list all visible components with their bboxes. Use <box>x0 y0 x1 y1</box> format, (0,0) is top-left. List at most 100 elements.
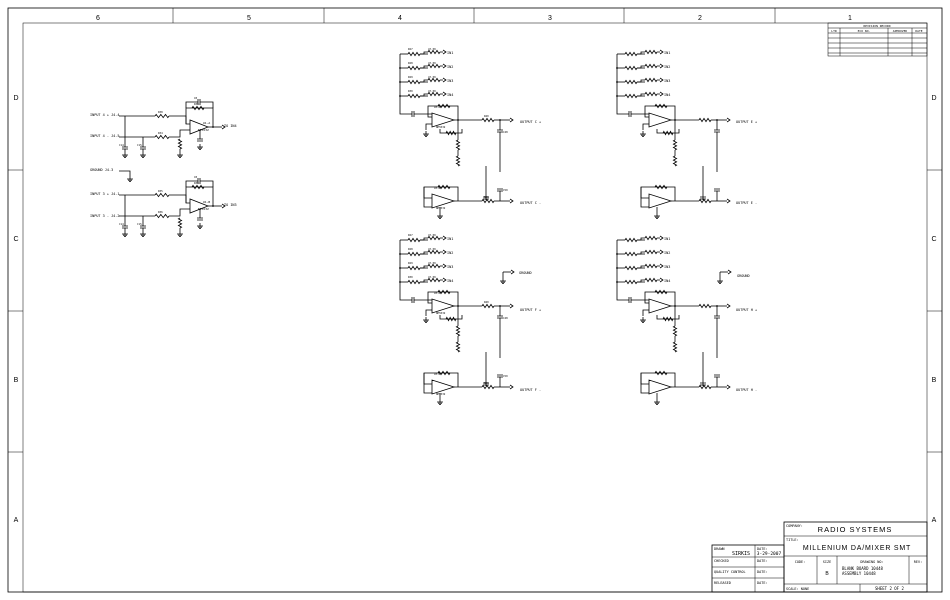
ref-designator: C8 <box>194 96 198 100</box>
resistor <box>407 79 421 85</box>
resistor <box>407 265 421 271</box>
output-label: OUTPUT E - <box>736 201 757 205</box>
ref-designator: R36 <box>158 210 163 214</box>
output-label: OUTPUT C + <box>520 120 541 124</box>
ref-designator: U3-A <box>434 105 441 109</box>
resistor <box>624 79 638 85</box>
wire <box>640 373 649 394</box>
opamp <box>648 112 673 128</box>
connector <box>726 303 731 309</box>
junction <box>616 253 618 255</box>
input-section: INPUT 4 + J4-4 INPUT 4 - J4-5 GROUND J4-… <box>90 96 237 237</box>
ref-designator: 47.5K <box>428 61 436 65</box>
wire <box>124 195 144 226</box>
row-marker-right: D <box>931 95 936 102</box>
resistor <box>624 65 638 71</box>
junction <box>616 81 618 83</box>
wire <box>169 115 190 125</box>
connector <box>659 91 664 97</box>
ground-symbol <box>423 131 429 137</box>
ground-symbol <box>654 399 660 405</box>
junction <box>499 119 501 121</box>
resistor <box>698 198 712 204</box>
input-label: INPUT 3 + J4-1 <box>90 192 120 196</box>
resistor <box>644 235 658 241</box>
ref-designator: R27 <box>408 47 413 51</box>
junction <box>674 305 676 307</box>
ref-designator: C50 <box>503 374 508 378</box>
opamp-part: NE5532 <box>198 128 209 132</box>
revision-title: REVISION RECORD <box>863 24 890 28</box>
ref-designator: R41 <box>484 195 489 199</box>
wire <box>185 180 214 187</box>
ref-designator: 47.5K <box>428 233 436 237</box>
junction <box>399 95 401 97</box>
resistor <box>154 192 170 198</box>
capacitor <box>483 382 489 386</box>
ground-symbol <box>197 144 203 150</box>
connector <box>659 235 664 241</box>
resistor <box>437 184 451 190</box>
resistor <box>672 341 678 353</box>
output-net-label: TO IN4 <box>224 124 237 128</box>
junction <box>457 119 459 121</box>
resistor <box>481 198 495 204</box>
column-markers: 6 5 4 3 2 1 <box>96 8 852 23</box>
capacitor <box>714 374 720 378</box>
ref-designator: 47.5K <box>428 275 436 279</box>
resistor <box>624 51 638 57</box>
junction <box>399 81 401 83</box>
wire <box>427 291 459 306</box>
revision-block: REVISION RECORD LTR ECO NO. APPROVED DAT… <box>827 22 928 57</box>
resistor <box>644 249 658 255</box>
ground-symbol <box>654 213 660 219</box>
wire <box>427 105 459 120</box>
date-label: DATE: <box>757 570 768 574</box>
bus-label: IN3 <box>447 79 453 83</box>
output-label: OUTPUT F - <box>520 388 541 392</box>
resistor <box>191 184 205 190</box>
capacitor <box>700 382 706 386</box>
ref-designator: C48 <box>503 130 508 134</box>
wire <box>637 279 660 283</box>
resistor <box>427 49 441 55</box>
junction <box>399 253 401 255</box>
opamp <box>431 298 456 314</box>
connector <box>659 63 664 69</box>
wire <box>185 107 214 127</box>
row-marker-right: C <box>931 236 936 243</box>
resistor <box>154 134 170 140</box>
ground-symbol <box>122 152 128 158</box>
connector <box>221 124 226 130</box>
connector <box>442 249 447 255</box>
resistor <box>455 139 461 151</box>
ref-designator: NE5532 <box>436 125 446 129</box>
capacitor <box>197 217 203 221</box>
bus-label: IN3 <box>664 79 670 83</box>
junction <box>616 67 618 69</box>
resistor <box>427 63 441 69</box>
released-label: RELEASED <box>714 581 731 585</box>
output-label: OUTPUT E + <box>736 120 757 124</box>
wire <box>420 79 443 83</box>
connector <box>659 49 664 55</box>
output-label: OUTPUT C - <box>520 201 541 205</box>
resistor <box>445 130 457 136</box>
resistor <box>698 117 712 123</box>
bus-label: IN4 <box>664 279 670 283</box>
wire <box>423 187 432 208</box>
connector <box>659 249 664 255</box>
wire <box>637 79 660 83</box>
capacitor <box>122 225 128 229</box>
connector <box>442 63 447 69</box>
connector <box>659 277 664 283</box>
output-block-c: OUTPUT C + OUTPUT C - IN1 IN2 IN3 IN4 R2… <box>399 47 541 219</box>
ref-designator: 47.5K <box>428 89 436 93</box>
capacitor <box>714 129 720 133</box>
connector <box>727 269 732 275</box>
ref-designator: R28 <box>408 61 413 65</box>
bus-label: IN1 <box>447 237 453 241</box>
wire <box>637 265 660 269</box>
approval-block: DRAWN SIRKIS DATE: 3-29-2007 CHECKED DAT… <box>711 544 785 593</box>
